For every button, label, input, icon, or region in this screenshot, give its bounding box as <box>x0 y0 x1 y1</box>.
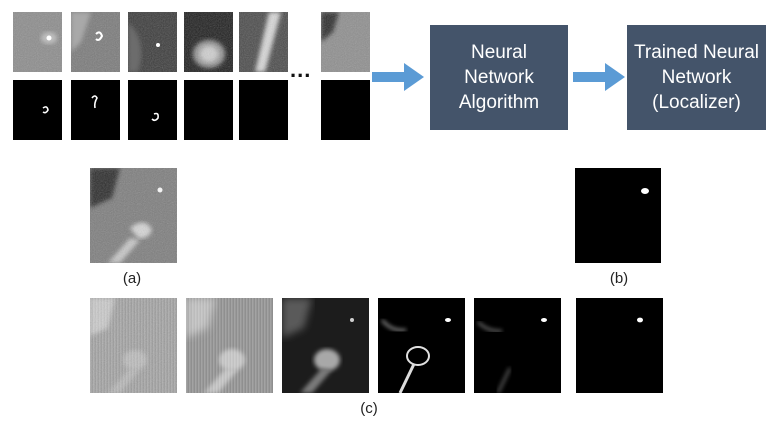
training-image-5 <box>239 12 288 72</box>
training-mask-1 <box>13 80 62 140</box>
caption-a: (a) <box>122 270 142 287</box>
trained-neural-network-box: Trained Neural Network (Localizer) <box>627 25 766 130</box>
training-mask-6 <box>321 80 370 140</box>
training-image-1 <box>13 12 62 72</box>
training-image-3 <box>128 12 177 72</box>
training-image-4 <box>184 12 233 72</box>
arrow-to-algorithm <box>372 63 424 91</box>
feature-map-5 <box>474 298 561 393</box>
box1-line1: Neural <box>471 42 527 63</box>
box2-line2: Network <box>661 67 732 88</box>
feature-map-4 <box>378 298 465 393</box>
training-image-2 <box>71 12 120 72</box>
feature-map-2 <box>186 298 273 393</box>
neural-network-algorithm-box: Neural Network Algorithm <box>430 25 568 130</box>
feature-map-6 <box>576 298 663 393</box>
output-mask-b <box>575 168 661 263</box>
box2-line1: Trained Neural <box>634 42 759 63</box>
feature-map-1 <box>90 298 177 393</box>
box2-line3: (Localizer) <box>652 92 741 113</box>
input-image-a <box>90 168 177 263</box>
box1-line2: Network <box>464 67 534 88</box>
training-mask-4 <box>184 80 233 140</box>
training-mask-5 <box>239 80 288 140</box>
training-image-6 <box>321 12 370 72</box>
caption-c: (c) <box>360 400 378 417</box>
training-mask-2 <box>71 80 120 140</box>
training-mask-3 <box>128 80 177 140</box>
caption-b: (b) <box>609 270 629 287</box>
box1-line3: Algorithm <box>458 92 540 113</box>
feature-map-3 <box>282 298 369 393</box>
arrow-to-trained-network <box>573 63 625 91</box>
ellipsis: ... <box>290 57 312 82</box>
